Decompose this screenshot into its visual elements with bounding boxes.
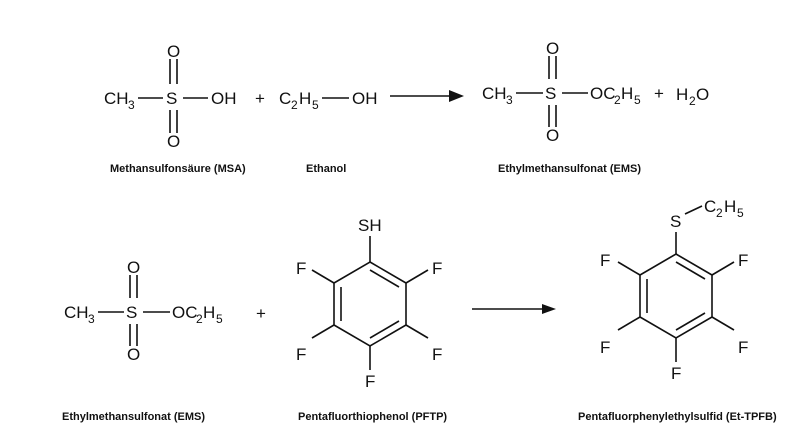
water-h-subscript: 2 <box>689 94 696 108</box>
product-c-subscript: 2 <box>716 206 723 220</box>
reaction2-plus: + <box>256 304 266 323</box>
ems2-oxygen-top-label: O <box>127 258 140 277</box>
pftp-fluorine-bottom: F <box>365 372 375 391</box>
reaction1-arrowhead <box>449 90 464 102</box>
caption-et-tpfb: Pentafluorphenylethylsulfid (Et-TPFB) <box>578 411 777 423</box>
pftp-structure: SH F F F F F <box>296 216 442 391</box>
pftp-benzene-ring <box>333 261 407 347</box>
msa-oxygen-bottom-label: O <box>167 132 180 151</box>
caption-ems-1: Ethylmethansulfonat (EMS) <box>498 163 641 175</box>
ethanol-oh-label: OH <box>352 89 378 108</box>
msa-oh-label: OH <box>211 89 237 108</box>
caption-ems-2: Ethylmethansulfonat (EMS) <box>62 411 205 423</box>
product-f-bond-lower-left <box>617 316 641 331</box>
ems2-h-label: H <box>203 303 215 322</box>
pftp-fluorine-upper-left: F <box>296 259 306 278</box>
ems2-oc-label: OC <box>172 303 198 322</box>
reaction2-arrowhead <box>542 304 556 314</box>
water-structure: H 2 O <box>676 85 709 108</box>
caption-ethanol: Ethanol <box>306 163 346 175</box>
ethanol-c-label: C <box>279 89 291 108</box>
product-ring-double-bond-1 <box>675 261 706 280</box>
ems2-sulfur-label: S <box>126 303 137 322</box>
ems2-ch-label: CH <box>64 303 89 322</box>
product-h-label: H <box>724 197 736 216</box>
ems2-oxygen-bottom-label: O <box>127 345 140 364</box>
pftp-sh-label: SH <box>358 216 382 235</box>
msa-sulfur-label: S <box>166 89 177 108</box>
ems1-h-label: H <box>621 84 633 103</box>
reaction2-arrow <box>472 304 556 314</box>
water-o-label: O <box>696 85 709 104</box>
ems1-ch-label: CH <box>482 84 507 103</box>
ethanol-h-label: H <box>299 89 311 108</box>
msa-ch-label: CH <box>104 89 129 108</box>
pftp-f-bond-lower-left <box>311 324 335 339</box>
pftp-f-bond-upper-right <box>405 269 429 284</box>
pftp-fluorine-upper-right: F <box>432 259 442 278</box>
product-s-ethyl-bond <box>684 205 703 215</box>
et-tpfb-structure: S C 2 H 5 F F F F F <box>600 197 748 383</box>
ems1-oc-subscript: 2 <box>614 93 621 107</box>
ems-structure-2: CH 3 S O O OC 2 H 5 <box>64 258 223 364</box>
ems1-oxygen-bottom-label: O <box>546 126 559 145</box>
reaction1-plus-2: + <box>654 84 664 103</box>
reaction1-plus-1: + <box>255 89 265 108</box>
ems1-sulfur-label: S <box>545 84 556 103</box>
pftp-f-bond-upper-left <box>311 269 335 284</box>
product-sulfur-label: S <box>670 212 681 231</box>
caption-pftp: Pentafluorthiophenol (PFTP) <box>298 411 447 423</box>
ems1-h-subscript: 5 <box>634 93 641 107</box>
ems1-ch-subscript: 3 <box>506 93 513 107</box>
water-h-label: H <box>676 85 688 104</box>
ems1-oc-label: OC <box>590 84 616 103</box>
ems2-oc-subscript: 2 <box>196 312 203 326</box>
product-fluorine-lower-left: F <box>600 338 610 357</box>
product-f-bond-upper-left <box>617 261 641 276</box>
product-fluorine-bottom: F <box>671 364 681 383</box>
pftp-ring-double-bond-1 <box>369 269 400 288</box>
product-fluorine-upper-left: F <box>600 251 610 270</box>
pftp-ring-double-bond-2 <box>369 320 400 339</box>
ems1-oxygen-top-label: O <box>546 39 559 58</box>
ems-structure-1: CH 3 S O O OC 2 H 5 <box>482 39 641 145</box>
reaction1-arrow <box>390 90 464 102</box>
methansulfonsaeure-structure: CH 3 S O O OH <box>104 42 237 151</box>
product-fluorine-upper-right: F <box>738 251 748 270</box>
msa-oxygen-top-label: O <box>167 42 180 61</box>
product-ring-double-bond-2 <box>675 312 706 331</box>
product-f-bond-upper-right <box>711 261 735 276</box>
pftp-fluorine-lower-left: F <box>296 345 306 364</box>
ems2-ch-subscript: 3 <box>88 312 95 326</box>
caption-msa: Methansulfonsäure (MSA) <box>110 163 246 175</box>
ethanol-c-subscript: 2 <box>291 98 298 112</box>
msa-ch-subscript: 3 <box>128 98 135 112</box>
pftp-f-bond-lower-right <box>405 324 429 339</box>
product-c-label: C <box>704 197 716 216</box>
product-f-bond-lower-right <box>711 316 735 331</box>
ethanol-h-subscript: 5 <box>312 98 319 112</box>
product-fluorine-lower-right: F <box>738 338 748 357</box>
ethanol-structure: C 2 H 5 OH <box>279 89 378 112</box>
product-h-subscript: 5 <box>737 206 744 220</box>
ems2-h-subscript: 5 <box>216 312 223 326</box>
pftp-fluorine-lower-right: F <box>432 345 442 364</box>
product-benzene-ring <box>639 253 713 339</box>
